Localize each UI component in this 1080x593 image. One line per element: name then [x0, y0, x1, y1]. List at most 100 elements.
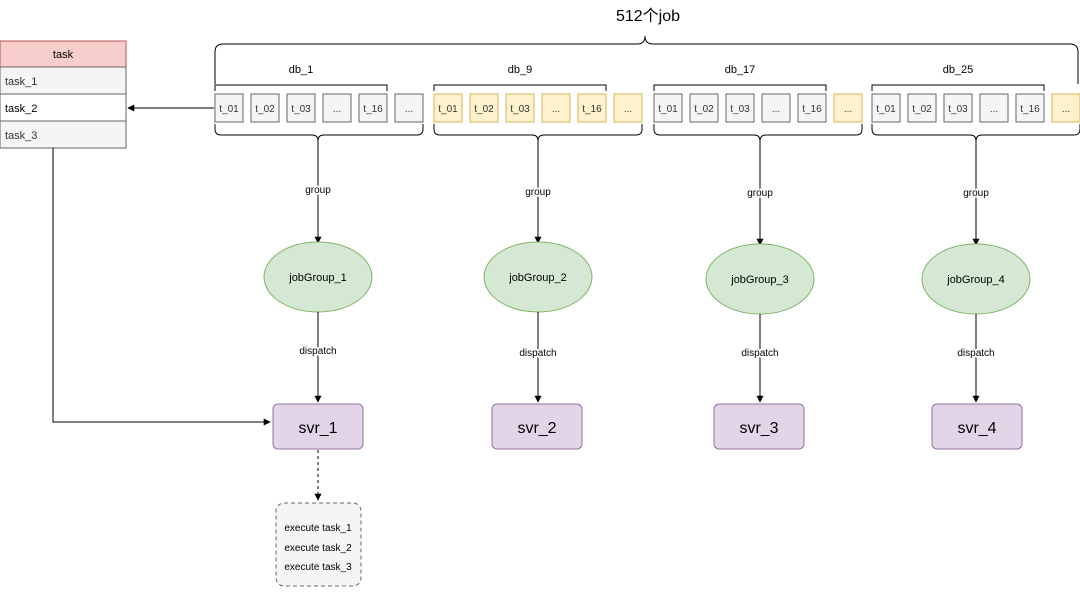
table-tile-label: ...	[844, 104, 852, 115]
execute-line: execute task_3	[284, 562, 352, 573]
table-tile-label: t_02	[255, 104, 275, 115]
table-tile-label: t_02	[474, 104, 494, 115]
table-tile-label: t_01	[438, 104, 458, 115]
table-tile	[577, 93, 607, 123]
db-group-2: db_9 t_01 t_02 t_03... t_16... group jobGroup_…	[433, 64, 643, 450]
all-jobs-brace	[214, 35, 1079, 84]
dispatch-edge-label: dispatch	[741, 348, 778, 359]
dispatch-edge-label: dispatch	[957, 348, 994, 359]
table-tile-label: ...	[552, 104, 560, 115]
table-tile	[469, 93, 499, 123]
more-tables-tile	[394, 93, 424, 123]
server-node[interactable]	[491, 403, 583, 450]
job-count-title: 512个job	[616, 7, 680, 25]
table-tile-label: ...	[772, 104, 780, 115]
table-tile-label: t_01	[876, 104, 896, 115]
db-brace	[214, 124, 424, 142]
server-label: svr_1	[298, 420, 337, 437]
server-node[interactable]	[931, 403, 1023, 450]
db-brace	[653, 124, 863, 142]
task-table-header	[0, 40, 127, 68]
table-tile-label: ...	[990, 104, 998, 115]
db-label: db_9	[508, 64, 532, 76]
job-group-label: jobGroup_3	[730, 274, 789, 286]
task-table: task task_1 task_2 task_3	[0, 40, 127, 149]
table-tile-label: ...	[1062, 104, 1070, 115]
db-bracket	[214, 84, 388, 91]
task-table-row[interactable]	[0, 93, 127, 122]
db-brace	[871, 124, 1080, 142]
db-label: db_1	[289, 64, 313, 76]
table-tile-label: t_16	[363, 104, 383, 115]
db-label: db_25	[943, 64, 974, 76]
table-tile	[1015, 93, 1045, 123]
db-group-1: db_1 t_01 t_02 t_03... t_16... group jobGroup_…	[214, 64, 424, 450]
table-tile	[541, 93, 571, 123]
dispatch-edge-label: dispatch	[299, 346, 336, 357]
table-tile-label: ...	[405, 104, 413, 115]
table-tile	[725, 93, 755, 123]
task-table-row-label: task_3	[5, 130, 37, 142]
job-group-label: jobGroup_4	[946, 274, 1005, 286]
group-edge-label: group	[963, 188, 989, 199]
table-tile-label: t_03	[291, 104, 311, 115]
table-tile	[979, 93, 1009, 123]
more-tables-tile	[613, 93, 643, 123]
server-label: svr_2	[517, 420, 556, 437]
server-node[interactable]	[713, 403, 805, 450]
table-tile-label: t_16	[1020, 104, 1040, 115]
more-tables-tile	[833, 93, 863, 123]
table-tile	[250, 93, 280, 123]
table-tile	[433, 93, 463, 123]
job-group-label: jobGroup_2	[508, 272, 567, 284]
table-tile	[871, 93, 901, 123]
db-bracket	[433, 84, 607, 91]
server-node[interactable]	[272, 403, 364, 450]
table-tile	[505, 93, 535, 123]
more-tables-tile	[1051, 93, 1080, 123]
table-tile-label: t_03	[948, 104, 968, 115]
table-tile-label: ...	[333, 104, 341, 115]
task-to-server-arrow	[52, 148, 271, 426]
table-tile-label: t_16	[582, 104, 602, 115]
table-tile-label: t_02	[694, 104, 714, 115]
execute-line: execute task_1	[284, 523, 352, 534]
table-tile-label: t_16	[802, 104, 822, 115]
table-tile-label: t_01	[219, 104, 239, 115]
dispatch-edge-label: dispatch	[519, 348, 556, 359]
execute-box: execute task_1 execute task_2 execute ta…	[275, 502, 362, 587]
job-group-label: jobGroup_1	[288, 272, 347, 284]
task-table-row-label: task_2	[5, 103, 37, 115]
table-tile-label: t_02	[912, 104, 932, 115]
task-table-header-label: task	[53, 49, 74, 61]
table-tile	[907, 93, 937, 123]
table-tile	[286, 93, 316, 123]
db-group-4: db_25 t_01 t_02 t_03... t_16... group jobGroup…	[871, 64, 1080, 450]
table-tile	[689, 93, 719, 123]
table-tile	[761, 93, 791, 123]
server-label: svr_3	[739, 420, 778, 437]
db-bracket	[871, 84, 1045, 91]
table-tile	[214, 93, 244, 123]
task-table-row-label: task_1	[5, 76, 37, 88]
table-tile	[653, 93, 683, 123]
db-brace	[433, 124, 643, 142]
server-label: svr_4	[957, 420, 996, 437]
table-tile	[322, 93, 352, 123]
group-edge-label: group	[525, 187, 551, 198]
table-tile-label: t_01	[658, 104, 678, 115]
table-tile-label: t_03	[730, 104, 750, 115]
task-table-row[interactable]	[0, 120, 127, 149]
execute-line: execute task_2	[284, 543, 352, 554]
table-tile	[797, 93, 827, 123]
table-tile	[943, 93, 973, 123]
db-group-3: db_17 t_01 t_02 t_03... t_16... group jobGroup…	[653, 64, 863, 450]
db-bracket	[653, 84, 827, 91]
db-label: db_17	[725, 64, 756, 76]
table-tile-label: ...	[624, 104, 632, 115]
group-edge-label: group	[305, 185, 331, 196]
table-tile	[358, 93, 388, 123]
table-tile-label: t_03	[510, 104, 530, 115]
group-edge-label: group	[747, 188, 773, 199]
